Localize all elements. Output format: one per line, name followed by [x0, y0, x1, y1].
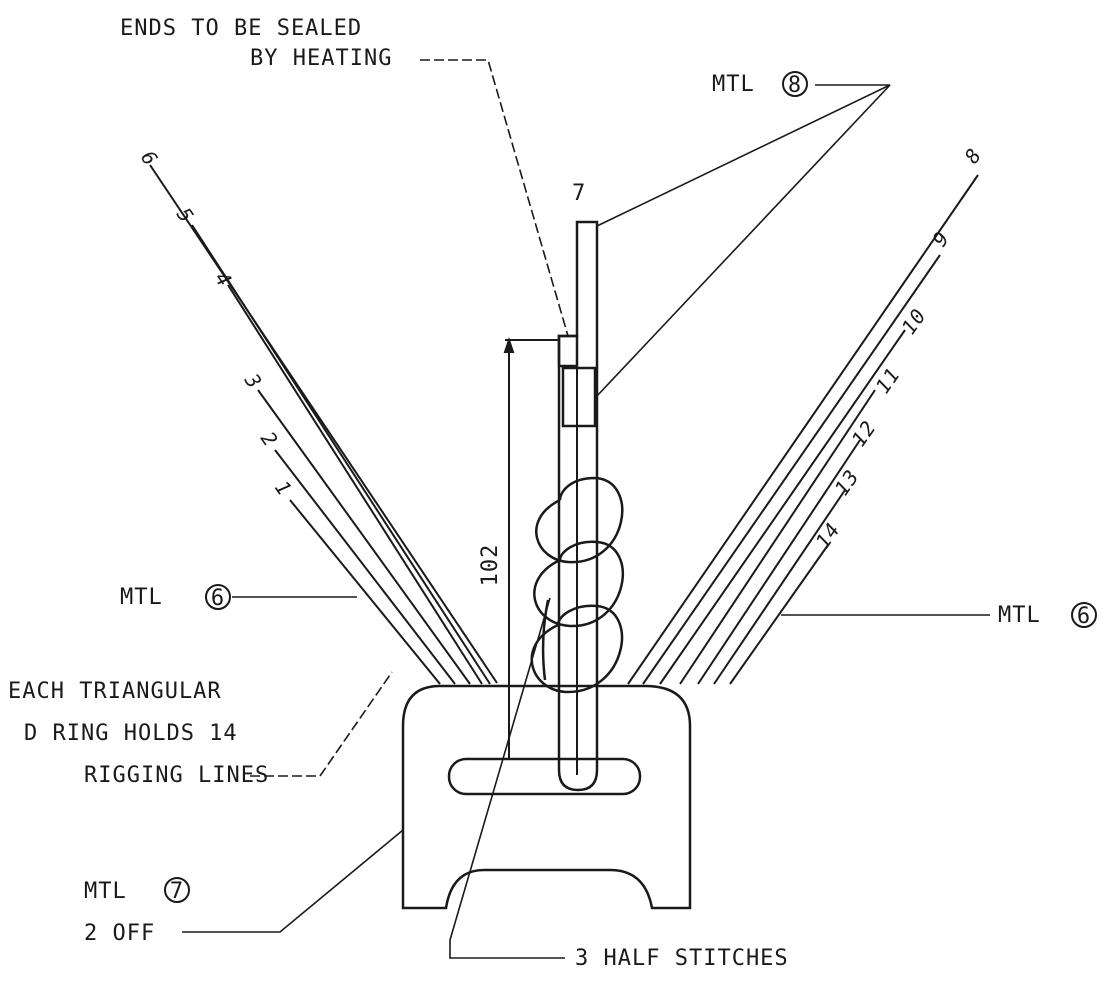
line-number-1: 1 [270, 476, 297, 500]
leader-mtl-8-a [596, 84, 891, 227]
line-number-2: 2 [256, 427, 283, 451]
leader-lines [182, 59, 990, 959]
line-number-12: 12 [846, 416, 881, 451]
mtl-6-left-number: 6 [211, 586, 225, 611]
left-line-numbers: 6 5 4 3 2 1 [136, 146, 297, 500]
leader-d-ring [250, 671, 393, 777]
mtl-8-sleeve [561, 366, 597, 428]
line-number-8: 8 [959, 143, 986, 167]
ends-sealed-label-line2: BY HEATING [250, 46, 392, 71]
half-stitch-loop-2 [533, 540, 624, 628]
mtl-7-label: MTL [84, 879, 127, 904]
d-ring [401, 684, 692, 910]
leader-ends-sealed [420, 59, 569, 337]
rigging-line-10 [659, 329, 906, 685]
center-line-outer [557, 220, 599, 792]
rigging-line-6 [149, 164, 498, 684]
mtl-6-right-label: MTL [998, 603, 1041, 628]
dimension-arrowhead [503, 336, 515, 353]
mtl-6-left-label: MTL [120, 585, 163, 610]
rigging-line-12 [697, 439, 861, 685]
rigging-line-5 [191, 224, 491, 685]
mtl-6-left-circle [205, 584, 231, 610]
rigging-line-8 [627, 174, 979, 685]
dimension-label: 102 [478, 544, 503, 587]
d-ring-outline [401, 684, 692, 910]
right-rigging-lines [627, 174, 979, 685]
mtl-8-label: MTL [712, 72, 755, 97]
center-line-7 [530, 220, 624, 792]
leader-half-stitches [449, 597, 565, 959]
d-ring-label-line2: D RING HOLDS 14 [24, 721, 238, 746]
mtl-7-qty: 2 OFF [84, 921, 155, 946]
line-number-5: 5 [172, 203, 199, 227]
leader-mtl-8-b [595, 84, 891, 398]
mtl-8-number: 8 [788, 73, 802, 98]
left-rigging-lines [149, 164, 498, 685]
rigging-line-1 [289, 499, 441, 685]
d-ring-label-line3: RIGGING LINES [84, 763, 269, 788]
mtl-7-circle [164, 877, 190, 903]
half-stitches-label: 3 HALF STITCHES [575, 946, 789, 971]
mtl-6-right-circle [1071, 602, 1097, 628]
rigging-line-3 [257, 389, 471, 685]
half-stitch-loop-3 [530, 604, 624, 694]
rigging-line-2 [274, 449, 456, 685]
mtl-6-right-number: 6 [1077, 604, 1091, 629]
rigging-line-14 [729, 544, 829, 685]
dimension-102 [503, 336, 560, 760]
line-number-13: 13 [829, 465, 864, 500]
end-seal [557, 334, 579, 368]
rigging-line-13 [713, 489, 846, 685]
half-stitch-loop-1 [535, 476, 624, 564]
line-number-11: 11 [870, 363, 905, 398]
rigging-line-9 [642, 254, 941, 685]
mtl-8-circle [782, 71, 808, 97]
right-line-numbers: 8 9 10 11 12 13 14 [810, 143, 986, 552]
mtl-7-number: 7 [170, 879, 184, 904]
d-ring-slot [447, 757, 642, 796]
d-ring-label-line1: EACH TRIANGULAR [8, 679, 222, 704]
center-line-number: 7 [572, 181, 586, 206]
rigging-line-4 [227, 284, 483, 685]
line-number-3: 3 [239, 368, 267, 393]
ends-sealed-label-line1: ENDS TO BE SEALED [120, 16, 362, 41]
leader-mtl-7 [182, 829, 404, 933]
rigging-line-11 [679, 389, 876, 685]
line-number-6: 6 [136, 146, 163, 170]
line-number-14: 14 [810, 518, 845, 553]
